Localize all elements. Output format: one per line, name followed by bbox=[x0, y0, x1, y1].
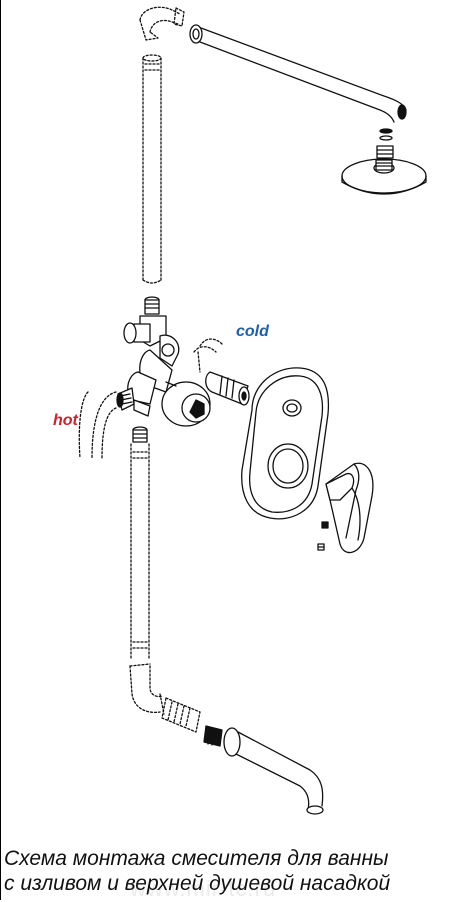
hot-inlet-fitting-icon bbox=[116, 387, 151, 417]
spout-connector-icon bbox=[203, 725, 223, 747]
caption-line-1: Схема монтажа смесителя для ванны bbox=[4, 847, 389, 870]
shower-arm-icon bbox=[189, 24, 407, 123]
hot-supply-pipe-icon bbox=[78, 391, 117, 459]
caption: Схема монтажа смесителя для ванны с изли… bbox=[0, 846, 462, 896]
upper-riser-pipe-icon bbox=[142, 54, 162, 284]
shower-head-icon bbox=[341, 158, 427, 195]
hot-label: hot bbox=[53, 412, 78, 429]
mixer-valve-body-icon bbox=[123, 315, 211, 427]
bath-spout-icon bbox=[223, 727, 324, 815]
escutcheon-plate-icon bbox=[241, 367, 330, 520]
top-elbow-icon bbox=[139, 6, 185, 41]
watermark: www.mir-tc.ru bbox=[130, 876, 277, 901]
cold-label: cold bbox=[236, 323, 269, 340]
lower-elbow-icon bbox=[129, 663, 165, 715]
arm-connector-icon bbox=[376, 128, 394, 159]
lower-adapter-icon bbox=[132, 426, 148, 443]
cold-inlet-adapter-icon bbox=[193, 338, 250, 406]
coupling-sleeve-icon bbox=[161, 697, 201, 733]
caption-line-2: с изливом и верхней душевой насадкой bbox=[4, 872, 391, 895]
left-border bbox=[0, 0, 1, 900]
screw-icon bbox=[317, 521, 329, 551]
lower-riser-pipe-icon bbox=[130, 443, 150, 661]
installation-diagram bbox=[78, 6, 427, 815]
upper-adapter-icon bbox=[144, 296, 160, 315]
lever-handle-icon bbox=[325, 462, 374, 554]
